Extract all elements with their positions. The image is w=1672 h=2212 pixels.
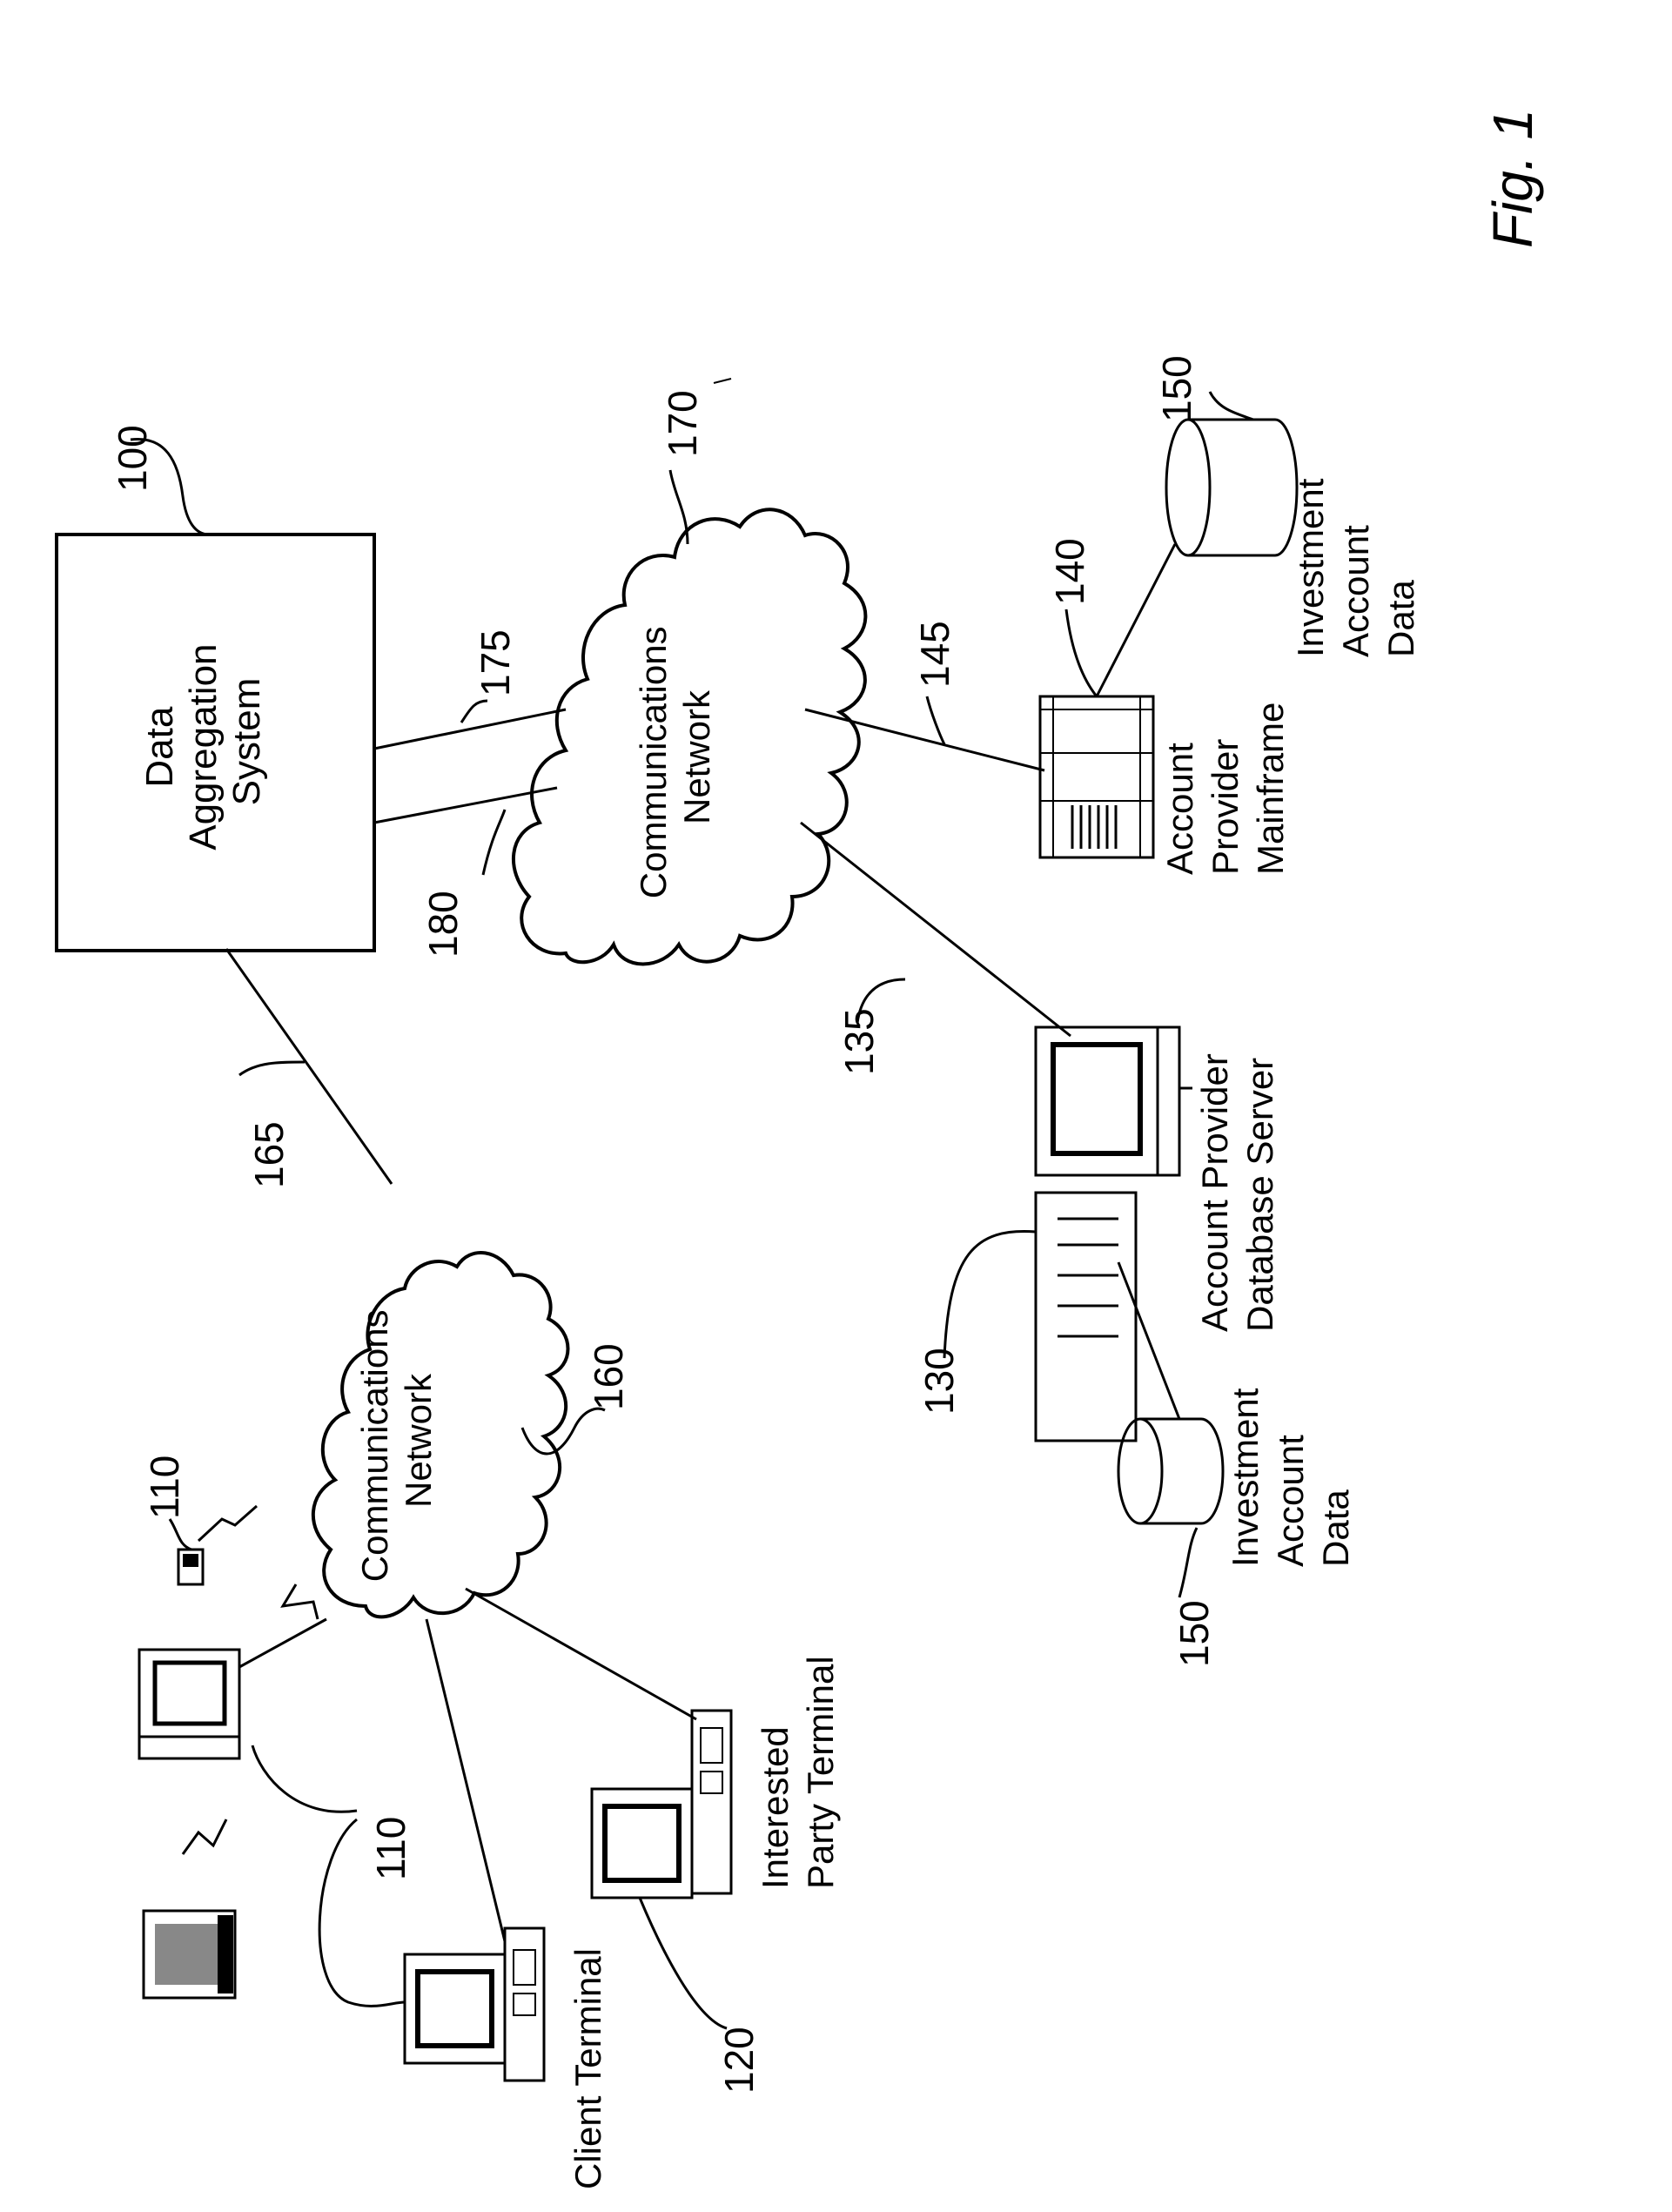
inv-bottom-line-1: Investment — [1225, 1388, 1266, 1567]
inv-top-line-3: Data — [1380, 580, 1421, 657]
communications-network-cloud-left: Communications Network — [313, 1253, 568, 1617]
svg-text:Data Aggregation S: Data Aggregation System — [138, 633, 268, 851]
link-180: 180 — [420, 891, 466, 958]
figure-label: Fig. 1 — [1481, 109, 1544, 248]
database-server-icon — [1036, 1027, 1192, 1441]
dbserver-line-2: Database Server — [1239, 1058, 1280, 1332]
das-line-2: Aggregation — [182, 643, 225, 850]
ref-170: 170 — [660, 390, 705, 457]
communications-network-cloud-top: Communications Network — [514, 509, 865, 964]
svg-text:Investment Account Dat: Investment Account Data — [1290, 468, 1421, 657]
ref-110-pda: 110 — [142, 1456, 187, 1519]
inv-bottom-line-3: Data — [1315, 1489, 1356, 1567]
svg-text:Communications Network: Communications Network — [354, 1300, 439, 1582]
net-left-line-1: Communications — [354, 1309, 395, 1582]
ref-120: 120 — [716, 2027, 762, 2094]
pda-device-icon — [178, 1550, 203, 1584]
inv-top-line-2: Account — [1335, 525, 1376, 657]
svg-text:Investment Account Dat: Investment Account Data — [1225, 1378, 1356, 1567]
mainframe-line-1: Account — [1159, 743, 1200, 875]
svg-text:Account Provider Database: Account Provider Database Server — [1194, 1044, 1280, 1333]
link-175: 175 — [473, 629, 518, 696]
net-top-line-1: Communications — [633, 626, 674, 898]
client-terminal-label: Client Terminal — [567, 1948, 608, 2189]
ref-150-bottom: 150 — [1172, 1600, 1217, 1667]
interested-party-terminal-icon — [592, 1711, 731, 1898]
mainframe-line-2: Provider — [1205, 739, 1246, 875]
ref-160: 160 — [586, 1343, 631, 1410]
ref-150-top: 150 — [1154, 355, 1199, 422]
link-145: 145 — [912, 621, 957, 688]
net-top-line-2: Network — [676, 689, 717, 824]
data-aggregation-system: Data Aggregation System — [57, 535, 374, 951]
ref-140: 140 — [1047, 538, 1092, 605]
svg-text:Account Provider Mainf: Account Provider Mainframe — [1159, 703, 1291, 875]
svg-text:Interested Party Terminal: Interested Party Terminal — [755, 1656, 841, 1889]
net-left-line-2: Network — [398, 1373, 439, 1508]
dbserver-line-1: Account Provider — [1194, 1053, 1235, 1332]
inv-top-line-1: Investment — [1290, 478, 1331, 657]
ref-100: 100 — [110, 425, 155, 492]
svg-text:Communications Network: Communications Network — [633, 616, 717, 898]
mainframe-line-3: Mainframe — [1250, 703, 1291, 875]
interested-line-1: Interested — [755, 1726, 796, 1889]
handheld-device-icon — [144, 1911, 235, 1998]
laptop-icon — [139, 1650, 239, 1758]
investment-data-cylinder-top — [1166, 420, 1297, 555]
link-165: 165 — [246, 1121, 292, 1188]
das-line-3: System — [225, 678, 268, 806]
interested-line-2: Party Terminal — [800, 1656, 841, 1889]
investment-data-cylinder-bottom — [1118, 1419, 1223, 1523]
das-line-1: Data — [138, 706, 181, 787]
client-terminal-icon — [405, 1928, 544, 2081]
ref-130: 130 — [917, 1348, 962, 1415]
inv-bottom-line-2: Account — [1270, 1435, 1311, 1567]
account-provider-mainframe-icon — [1040, 696, 1153, 857]
